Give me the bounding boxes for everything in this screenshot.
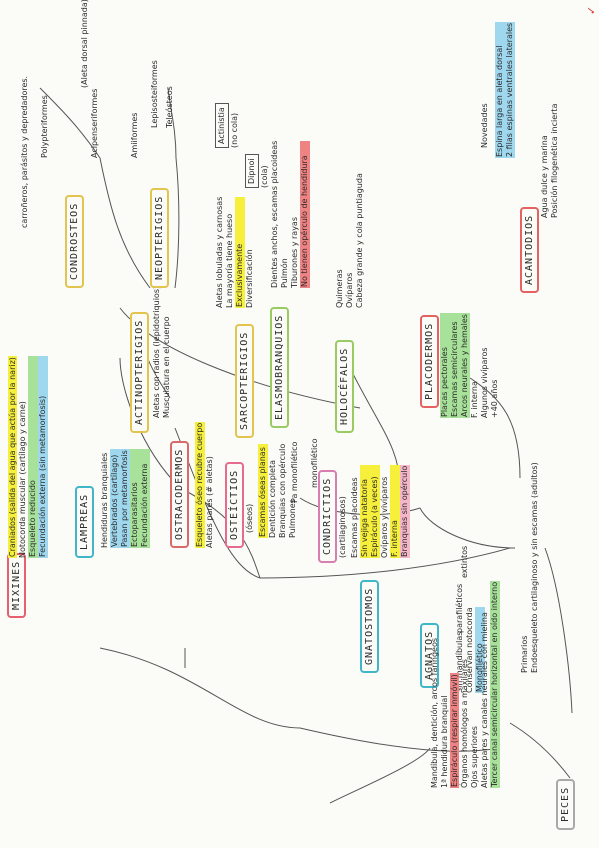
ostracodermos-notes: Esqueleto óseo recubre cuerpo Aletas par… — [195, 421, 215, 548]
holocefalos-note-2: Ovíparos — [345, 272, 354, 308]
gnatostomos-note-7: Tercer canal semicircular horizontal en … — [490, 580, 500, 788]
gnatostomos-note-1: Mandíbula, dentición, arcos faríngeos — [430, 637, 439, 788]
placodermos-note-4: F. interna — [470, 381, 479, 418]
condrictios-note-6: Branquias sin opérculo — [400, 464, 410, 558]
label-paramonofiletico: Pa monofilético — [290, 441, 299, 503]
novedades-note-1: Espina larga en aleta dorsal — [495, 21, 505, 158]
actinopterigios-note-2: Musculatura en el cuerpo — [162, 316, 171, 418]
label-lepisosteiformes: Lepisosteiformes — [150, 60, 159, 128]
acantodios-notes: Agua dulce y marina Posición filogenétic… — [540, 104, 560, 218]
node-actinopterigios[interactable]: ACTINOPTERIGIOS — [130, 311, 149, 433]
label-alfa-dorsal: (Aleta dorsal pinnada) — [80, 0, 89, 88]
node-mixines[interactable]: MIXINES — [7, 552, 26, 618]
label-actinistia: Actinistia — [215, 103, 229, 148]
gnatostomos-notes: Mandíbula, dentición, arcos faríngeos 1ª… — [430, 580, 500, 788]
label-polypteriformes: Polypteriformes — [40, 95, 49, 158]
sarcopterigios-notes: Aletas lobuladas y carnosas La mayoría t… — [215, 196, 255, 308]
label-monofiletico: monofilético — [310, 438, 319, 489]
osteictios-note-1: Escamas óseas planas — [258, 443, 268, 538]
placodermos-note-2: Escamas semicirculares — [450, 313, 460, 418]
label-teleosteos: Teleósteos — [165, 86, 174, 128]
node-gnatostomos[interactable]: GNATOSTOMOS — [360, 579, 379, 673]
acantodios-note-1: Agua dulce y marina — [540, 135, 549, 218]
corner-mark: ✓ — [585, 5, 598, 15]
gnatostomos-note-4: Órganos homólogos a maxilares — [460, 659, 469, 788]
elasmobranquios-note-2: Pulmón — [280, 258, 289, 288]
label-carroneros: carroñeros, parásitos y depredadores. — [20, 75, 29, 228]
ostracodermos-note-1: Esqueleto óseo recubre cuerpo — [195, 421, 205, 548]
novedades-label: Novedades — [480, 103, 489, 148]
node-condrosteos[interactable]: CONDROSTEOS — [65, 194, 84, 288]
condrictios-notes: Escamas placoideas Sin vejiga natatoria … — [350, 464, 410, 558]
label-cartilaginosos: (cartilaginosos) — [338, 496, 347, 558]
lampreas-note-3: Pasan por metamorfosis — [120, 449, 130, 548]
condrictios-note-1: Escamas placoideas — [350, 477, 359, 558]
lampreas-note-2: Vertebrados (cartílago) — [110, 449, 120, 548]
mixines-notes: Craniados (salida del agua que actúa por… — [8, 356, 48, 558]
elasmobranquios-note-1: Dientes anchos, escamas placoideas — [270, 140, 279, 288]
node-osteictios[interactable]: OSTEÍCTIOS — [225, 461, 244, 548]
placodermos-note-6: +40 años — [490, 379, 499, 418]
osteictios-note-3: Branquias con opérculo — [278, 443, 287, 538]
node-peces[interactable]: PECES — [556, 778, 575, 830]
gnatostomos-note-3: Espiráculo (respirar inmóvil) — [450, 673, 459, 788]
sarcopterigios-note-3: Exclusivamente — [235, 196, 245, 308]
label-amiiformes: Amiiformes — [130, 112, 139, 158]
holocefalos-notes: Quimeras Ovíparos Cabeza grande y cola p… — [335, 173, 365, 308]
lampreas-note-4: Ectoparasitarios — [130, 449, 140, 548]
lampreas-note-1: Hendiduras branquiales — [100, 452, 109, 548]
agnatos-side-notes: Primarios Endoesqueleto cartilaginoso y … — [520, 462, 540, 673]
node-sarcopterigios[interactable]: SARCOPTERIGIOS — [235, 323, 254, 438]
actinopterigios-notes: Aletas con radios (lepidotriquios) Muscu… — [152, 286, 172, 418]
placodermos-note-1: Placas pectorales — [440, 313, 450, 418]
lampreas-notes: Hendiduras branquiales Vertebrados (cart… — [100, 449, 150, 548]
lampreas-note-5: Fecundación externa — [140, 449, 150, 548]
holocefalos-note-1: Quimeras — [335, 269, 344, 308]
node-neopterigios[interactable]: NEOPTERIGIOS — [150, 187, 169, 288]
label-extintos: extintos — [460, 545, 469, 578]
mixines-note-4: Fecundación externa (sin metamorfosis) — [38, 356, 48, 558]
elasmobranquios-note-4: No tienen opérculo de hendidura — [300, 140, 310, 288]
node-acantodios[interactable]: ACANTODIOS — [520, 206, 539, 293]
sarcopterigios-note-2: La mayoría tiene hueso — [225, 213, 234, 308]
osteictios-note-2: Dentición completa — [268, 460, 277, 538]
placodermos-note-3: Arcos neurales y hemales — [460, 313, 470, 418]
node-elasmobranquios[interactable]: ELASMOBRANQUIOS — [270, 306, 289, 428]
node-lampreas[interactable]: LAMPREAS — [75, 485, 94, 558]
mixines-note-1: Craniados (salida del agua que actúa por… — [8, 356, 17, 558]
label-dipnoi-note: (cola) — [260, 165, 269, 188]
node-holocefalos[interactable]: HOLOCÉFALOS — [335, 339, 354, 433]
holocefalos-note-3: Cabeza grande y cola puntiaguda — [355, 173, 364, 308]
gnatostomos-note-6: Aletas pares y canales neurales con miel… — [480, 612, 489, 788]
sarcopterigios-note-4: Diversificación — [245, 249, 254, 308]
label-dipnoi: Dipnoi — [245, 154, 259, 188]
condrictios-note-3: Espiráculo (a veces) — [370, 464, 380, 558]
gnatostomos-note-2: 1ª hendidura branquial — [440, 695, 449, 788]
placodermos-note-5: Algunos vivíparos — [480, 347, 489, 418]
label-actinistia-note: (no cola) — [230, 112, 239, 148]
condrictios-note-2: Sin vejiga natatoria — [360, 464, 370, 558]
node-placodermos[interactable]: PLACODERMOS — [420, 314, 439, 408]
novedades-notes: Espina larga en aleta dorsal 2 filas esp… — [495, 21, 515, 158]
agnatos-side-2: Endoesqueleto cartilaginoso y sin escama… — [530, 462, 539, 673]
mixines-note-3: Esqueleto reducido — [28, 356, 38, 558]
node-ostracodermos[interactable]: OSTRACODERMOS — [170, 440, 189, 548]
ostracodermos-note-2: Aletas pares (# aletas) — [205, 456, 214, 548]
label-acipenseriformes: Acipenseriformes — [90, 88, 99, 158]
placodermos-notes: Placas pectorales Escamas semicirculares… — [440, 313, 500, 418]
agnatos-side-1: Primarios — [520, 635, 529, 673]
gnatostomos-note-5: Ojos superiores — [470, 726, 479, 788]
node-condrictios[interactable]: CONDRICTIOS — [318, 469, 337, 563]
mixines-note-2: Notocorda muscular (cartílago y carne) — [18, 401, 27, 558]
actinopterigios-note-1: Aletas con radios (lepidotriquios) — [152, 285, 161, 418]
condrictios-note-5: F. interna — [390, 464, 400, 558]
elasmobranquios-notes: Dientes anchos, escamas placoideas Pulmó… — [270, 140, 310, 288]
novedades-note-2: 2 filas espinas ventrales laterales — [505, 21, 515, 158]
acantodios-note-2: Posición filogenética incierta — [550, 103, 559, 218]
label-oseos: (óseos) — [245, 503, 254, 533]
sarcopterigios-note-1: Aletas lobuladas y carnosas — [215, 196, 224, 308]
condrictios-note-4: Ovíparos y vivíparos — [380, 476, 389, 558]
elasmobranquios-note-3: Tiburones y rayas — [290, 217, 299, 288]
